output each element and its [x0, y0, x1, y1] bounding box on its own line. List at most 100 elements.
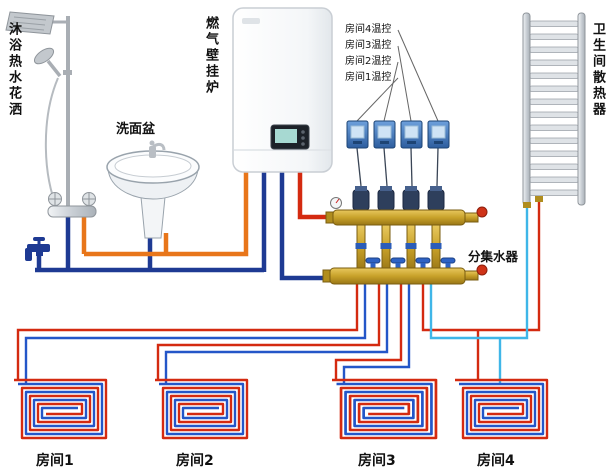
flow-meter-ring — [380, 243, 392, 249]
thermostat-label-room1: 房间1温控 — [345, 72, 392, 83]
thermostat-wire — [436, 147, 439, 187]
shower-mixer-body — [47, 205, 97, 218]
radiator-rung — [528, 46, 580, 53]
boiler-return-pipe — [279, 172, 330, 281]
room4-coil — [453, 378, 549, 440]
hot-water-pipes — [81, 172, 249, 257]
boiler-supply-pipe — [297, 172, 333, 220]
actuator-cap — [355, 186, 367, 191]
thermostat-wire — [383, 147, 388, 187]
actuator-cap — [380, 186, 392, 191]
room1-label: 房间1 — [36, 453, 74, 469]
thermostat-label-room3: 房间3温控 — [345, 40, 392, 51]
radiator-rung — [528, 163, 580, 170]
washbasin — [106, 140, 200, 239]
basin-label: 洗面盆 — [116, 122, 156, 137]
flow-meter-ring — [355, 243, 367, 249]
actuator-cap — [430, 186, 442, 191]
radiator-fitting — [523, 202, 531, 208]
manifold — [322, 186, 488, 285]
room4-radiator-supply-pipe — [421, 200, 541, 332]
thermostat-buttons — [353, 141, 362, 144]
radiator-rung — [528, 189, 580, 196]
heating-return-pipes — [24, 172, 411, 385]
radiator-rung — [528, 72, 580, 79]
heating-supply-pipes — [16, 172, 541, 381]
boiler-display-screen — [275, 129, 297, 143]
radiator-rung — [528, 33, 580, 40]
radiator-rung — [528, 59, 580, 66]
return-valve-cap — [476, 264, 488, 276]
room2-coil — [153, 378, 249, 440]
radiator-rung — [528, 98, 580, 105]
hand-shower-handle — [46, 59, 62, 78]
manifold-endcap — [464, 270, 479, 281]
return-valve-stem — [370, 263, 376, 269]
hand-shower-head — [33, 47, 55, 65]
radiator-rungs — [528, 20, 580, 196]
leader-line — [397, 45, 412, 122]
manifold-endcap — [322, 269, 331, 283]
thermostat-buttons — [407, 141, 416, 144]
radiator-rung — [528, 176, 580, 183]
room2-supply-pipe — [156, 284, 381, 381]
shower-set — [5, 11, 97, 218]
tap-handle — [33, 237, 45, 241]
flow-meter-ring — [405, 243, 417, 249]
basin-pedestal — [140, 196, 166, 239]
floor-heating-coils — [12, 378, 549, 440]
loop-actuator — [352, 189, 370, 211]
manifold-endcap — [325, 211, 334, 224]
manifold-connectors — [355, 224, 442, 271]
basin-faucet-body — [149, 146, 156, 158]
room3-supply-pipe — [334, 284, 403, 381]
thermostat-buttons — [380, 141, 389, 144]
manifold-gauge-needle — [335, 198, 340, 204]
radiator-rung — [528, 124, 580, 131]
room1-coil — [12, 378, 108, 440]
room2-return-pipe — [164, 284, 389, 385]
return-valve-handle — [390, 257, 406, 264]
manifold-return-bar — [329, 267, 466, 285]
thermostat-label-room2: 房间2温控 — [345, 56, 392, 67]
return-valve-handle — [440, 257, 456, 264]
return-valve-handles — [365, 257, 456, 269]
radiator-label: 卫生间散热器 — [590, 22, 605, 118]
manifold-supply-bar — [332, 209, 466, 226]
loop-actuator — [402, 189, 420, 211]
tap-spout — [25, 248, 32, 261]
flow-meter-ring — [430, 243, 442, 249]
thermostat-screen — [350, 125, 365, 139]
actuator-cap — [405, 186, 417, 191]
bathroom-radiator — [522, 12, 586, 208]
hot-main-pipe — [84, 172, 249, 257]
loop-actuator — [377, 189, 395, 211]
loop-actuator — [427, 189, 445, 211]
return-valve-handle — [415, 257, 431, 264]
shower-head-hatching — [11, 16, 47, 31]
thermostat-screen — [377, 125, 392, 139]
cold-water-pipes — [35, 172, 267, 273]
manifold-label: 分集水器 — [468, 249, 519, 264]
room2-label: 房间2 — [176, 453, 214, 469]
radiator-rung — [528, 85, 580, 92]
water-tap-icon — [25, 237, 50, 261]
boiler-logo — [242, 18, 260, 24]
thermostat-unit — [373, 120, 396, 149]
radiator-return-pipes — [429, 204, 529, 385]
leader-line — [397, 29, 439, 122]
room4-label: 房间4 — [477, 453, 515, 469]
thermostat-wires — [356, 147, 439, 187]
radiator-right-rail — [577, 12, 586, 206]
room3-coil — [330, 378, 438, 440]
gas-boiler — [232, 7, 333, 173]
basin-faucet-spout — [150, 142, 166, 151]
mixer-handle-cross — [83, 193, 95, 205]
tap-handle-stem — [37, 240, 41, 245]
leader-line — [383, 61, 399, 122]
boiler-button — [301, 130, 305, 134]
manifold-endcap — [464, 212, 479, 223]
radiator-fitting — [535, 196, 543, 202]
